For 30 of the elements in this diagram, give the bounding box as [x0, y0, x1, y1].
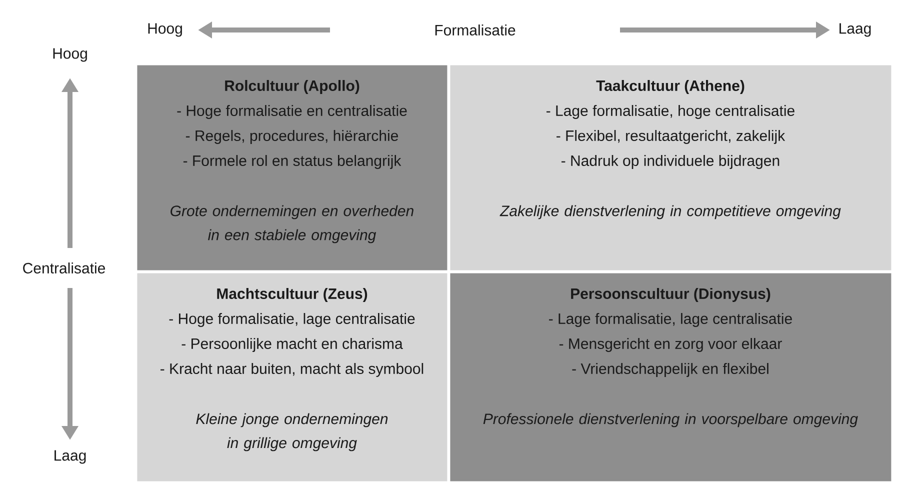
axis-title: Formalisatie	[432, 22, 518, 38]
bullet-text: - Kracht naar buiten, macht als symbool	[160, 363, 424, 377]
bullet-text: - Hoge formalisatie, lage centralisatie	[169, 313, 415, 327]
box-note: Grote ondernemingen en overheden in een stabiele omgeving	[170, 205, 414, 244]
box-heading: Persoonscultuur (Dionysus)	[571, 288, 770, 302]
axis-label: Hoog	[145, 21, 185, 39]
bullet-text: - Nadruk op individuele bijdragen	[562, 155, 780, 169]
box-note: Professionele dienstverlening in voorspelbare omgeving	[483, 413, 858, 428]
box-heading: Machtscultuur (Zeus)	[217, 288, 368, 302]
bullet-text: - Regels, procedures, hiërarchie	[186, 130, 398, 144]
bullet-text: - Persoonlijke macht en charisma	[182, 338, 403, 352]
box-note: Zakelijke dienstverlening in competitieve omgeving	[500, 205, 841, 220]
bullet-text: - Lage formalisatie, lage centralisatie	[549, 313, 792, 327]
bullet-text: - Formele rol en status belangrijk	[183, 155, 402, 169]
bullet-text: - Vriendschappelijk en flexibel	[572, 363, 768, 377]
quadrant-box	[450, 273, 892, 482]
box-note: Kleine jonge ondernemingen in grillige omgeving	[196, 413, 388, 452]
quadrant-box	[137, 65, 448, 270]
axis-label: Laag	[836, 21, 874, 39]
axis-title: Centralisatie	[20, 260, 108, 276]
bullet-text: - Mensgericht en zorg voor elkaar	[559, 338, 782, 352]
quadrant-box	[137, 273, 448, 482]
quadrant-box	[450, 65, 892, 270]
axis-label: Hoog	[50, 46, 90, 64]
bullet-text: - Lage formalisatie, hoge centralisatie	[546, 105, 794, 119]
box-heading: Taakcultuur (Athene)	[596, 80, 744, 94]
bullet-text: - Hoge formalisatie en centralisatie	[177, 105, 407, 119]
bullet-text: - Flexibel, resultaatgericht, zakelijk	[556, 130, 786, 144]
axis-label: Laag	[51, 448, 89, 466]
box-heading: Rolcultuur (Apollo)	[225, 80, 360, 94]
